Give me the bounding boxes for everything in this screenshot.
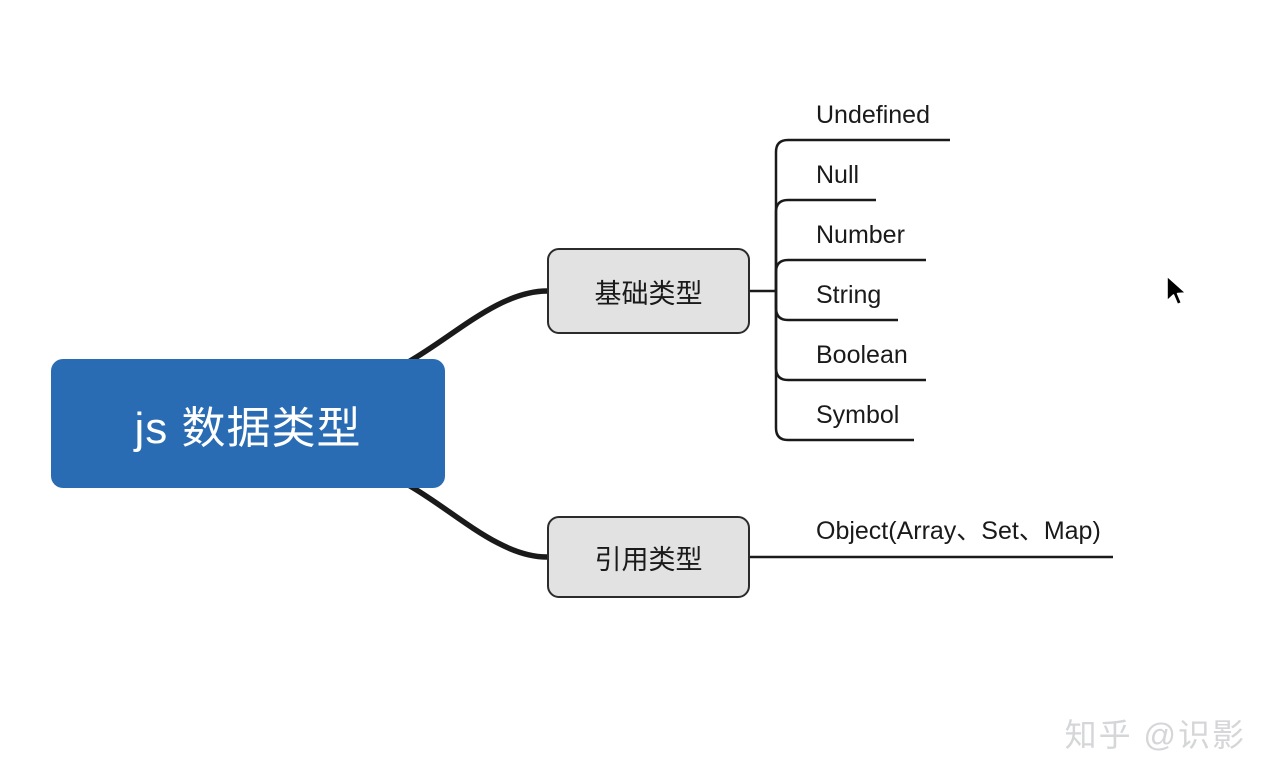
connector-leaf-undefined (774, 138, 950, 291)
root-node-js-data-types[interactable]: js 数据类型 (51, 359, 445, 488)
leaf-label-boolean[interactable]: Boolean (816, 341, 908, 369)
branch-node-basic-types[interactable]: 基础类型 (547, 248, 750, 334)
leaf-label-symbol[interactable]: Symbol (816, 401, 900, 429)
branch-node-basic-types-label: 基础类型 (594, 278, 703, 309)
connector-root-to-basic (407, 288, 550, 364)
branch-node-reference-types[interactable]: 引用类型 (547, 516, 750, 598)
connector-leaf-null (774, 198, 876, 291)
leaf-label-undefined[interactable]: Undefined (816, 101, 930, 129)
leaf-label-null[interactable]: Null (816, 161, 860, 189)
watermark: 知乎 @识影 (1064, 717, 1246, 753)
leaf-label-string[interactable]: String (816, 281, 882, 309)
connector-leaf-symbol (774, 291, 914, 442)
leaf-label-number[interactable]: Number (816, 221, 905, 249)
connector-root-to-reference (407, 483, 550, 560)
connector-leaf-number (774, 258, 926, 291)
root-node-label: js 数据类型 (134, 403, 362, 453)
leaf-label-object[interactable]: Object(Array、Set、Map) (816, 517, 1101, 545)
branch-node-reference-types-label: 引用类型 (594, 544, 703, 575)
